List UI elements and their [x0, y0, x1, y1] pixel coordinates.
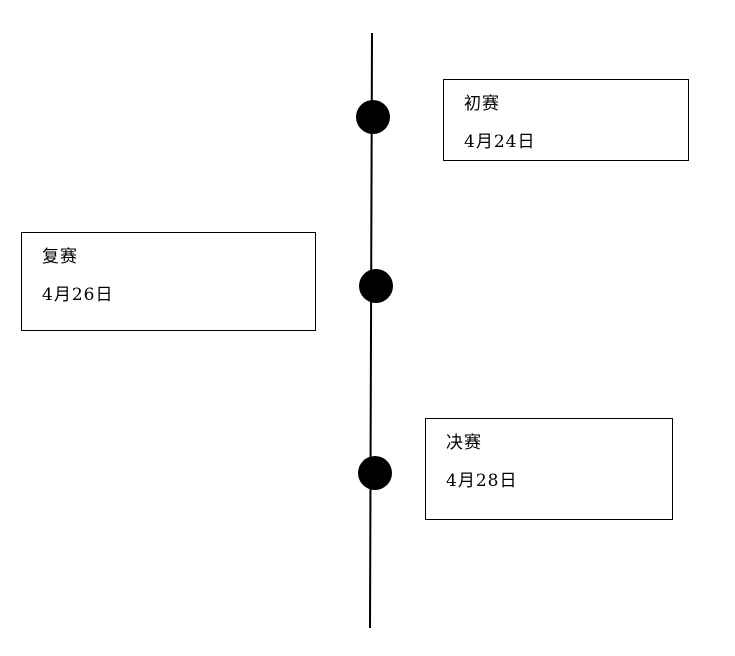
timeline-marker-2 [358, 456, 392, 490]
event-date: 4月28日 [446, 471, 518, 491]
event-title: 复赛 [42, 247, 78, 267]
event-date: 4月24日 [464, 132, 536, 152]
event-title: 初赛 [464, 94, 500, 114]
event-title: 决赛 [446, 433, 482, 453]
timeline-marker-1 [359, 269, 393, 303]
event-card-preliminary: 初赛 4月24日 [443, 79, 689, 161]
event-card-final: 决赛 4月28日 [425, 418, 673, 520]
timeline-marker-0 [356, 100, 390, 134]
event-card-semifinal: 复赛 4月26日 [21, 232, 316, 331]
event-date: 4月26日 [42, 285, 114, 305]
